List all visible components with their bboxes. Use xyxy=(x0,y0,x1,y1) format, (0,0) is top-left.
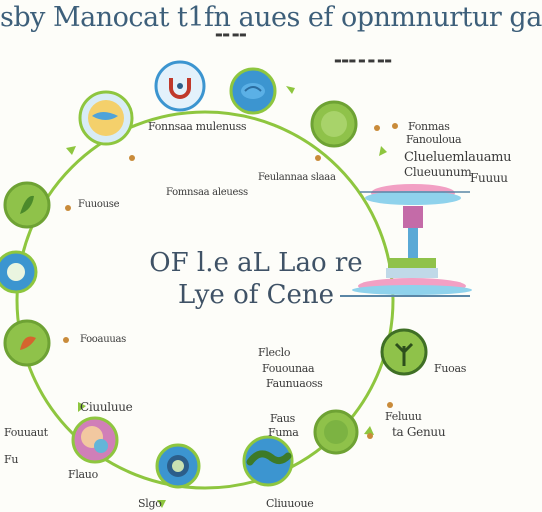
label-bottom-mid-a: Faus xyxy=(270,412,295,425)
label-bottom-left-c: Fu xyxy=(4,453,19,466)
label-bottom-left-d: Flauo xyxy=(68,468,98,481)
label-right-2c: Faunuaoss xyxy=(266,377,323,390)
label-right-1d: Clueuunum xyxy=(404,165,472,179)
label-right-1e: Fuuuu xyxy=(470,171,508,185)
label-left-mid-2: Fomnsaa aleuess xyxy=(166,187,248,198)
label-bottom-mid-b: Fuma xyxy=(268,426,299,439)
label-left-mid-1: Fonnsaa mulenuss xyxy=(148,120,247,133)
stage-node-plant[interactable] xyxy=(380,328,428,376)
label-left-3: Fooauuas xyxy=(80,334,126,345)
stage-node-pink[interactable] xyxy=(71,416,119,464)
label-left-2: Fuuouse xyxy=(78,199,120,210)
label-right-2a: Fleclo xyxy=(258,346,291,359)
label-top-right-tag: ▬▬▬ ▬ ▬ ▬▬ xyxy=(334,56,392,65)
label-bottom-left-b: Fouuaut xyxy=(4,426,48,439)
leaf-dots xyxy=(63,123,398,439)
label-right-1b: Fanouloua xyxy=(406,133,462,146)
center-title-line2: Lye of Cene xyxy=(177,280,335,310)
stage-node-blue-left[interactable] xyxy=(0,250,38,294)
label-right-1a: Fonmas xyxy=(408,120,450,133)
label-right-2b: Fouounaa xyxy=(262,362,315,375)
label-right-1c: Clueluemlauamu xyxy=(404,150,512,165)
label-bottom-right-b: ta Genuu xyxy=(392,425,446,439)
label-top-tag: ▬▬ ▬▬ xyxy=(215,30,247,39)
page-title: sby Manocat t1fn aues ef opnmnurtur ga xyxy=(0,2,542,33)
label-bottom-b: Cliuuoue xyxy=(266,497,314,510)
stage-node-green-left[interactable] xyxy=(3,181,51,229)
label-inner-right: Feulannaa slaaa xyxy=(258,172,336,183)
label-bottom-left-a: Ciuuluue xyxy=(80,400,133,414)
stage-node-blue-bottom[interactable] xyxy=(155,443,201,489)
stage-node-worm[interactable] xyxy=(242,435,294,487)
stage-node-green-top[interactable] xyxy=(310,100,358,148)
label-bottom-right-a: Feluuu xyxy=(385,410,422,423)
label-bottom-a: Slgo xyxy=(138,497,162,510)
label-right-3: Fuoas xyxy=(434,362,467,375)
stage-node-green-bottom-right[interactable] xyxy=(313,409,359,455)
stage-node-green-left-lower[interactable] xyxy=(3,319,51,367)
layer-stack-illustration xyxy=(340,184,472,297)
stage-node-magnet[interactable] xyxy=(154,60,206,112)
stage-node-blue[interactable] xyxy=(229,67,277,115)
stage-node-cell[interactable] xyxy=(78,90,134,146)
cycle-ring xyxy=(15,110,395,490)
center-title-line1: OF l.e aL Lao re xyxy=(149,248,363,278)
life-cycle-diagram xyxy=(0,60,472,508)
